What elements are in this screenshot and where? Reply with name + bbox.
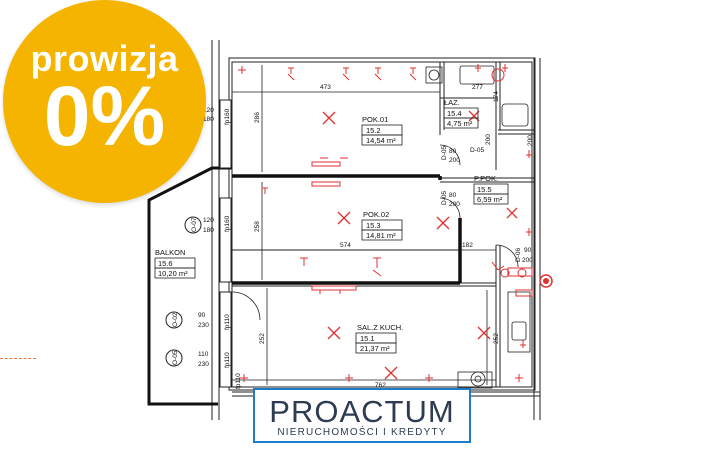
promo-value: 0% — [43, 69, 166, 163]
dim-277: 277 — [472, 84, 483, 91]
dim-252a: 252 — [259, 333, 266, 344]
dim-574: 574 — [340, 242, 351, 249]
dim-182: 182 — [462, 242, 473, 249]
dim-fp5: fp110 — [235, 373, 242, 389]
bathroom-fixtures — [425, 65, 531, 389]
dim-200c: 200 — [449, 201, 460, 208]
dim-fp1: fp160 — [224, 108, 231, 125]
proactum-logo[interactable]: PROACTUM NIERUCHOMOŚCI I KREDYTY — [253, 388, 471, 443]
room-area-pok01: 14,54 m² — [366, 136, 396, 145]
dim-90: 90 — [198, 312, 206, 319]
room-label-boxes — [154, 107, 509, 354]
dim-200d: 200 — [522, 257, 533, 264]
door-label-d05c: D-05 — [441, 191, 448, 205]
opening-label-o02: O-02 — [172, 312, 179, 327]
room-name-pok02: POK.02 — [363, 210, 389, 219]
opening-markers — [165, 216, 202, 367]
room-area-ppok: 6,59 m² — [477, 195, 503, 204]
electrical-symbols — [238, 64, 533, 382]
dimension-lines — [231, 65, 496, 385]
dim-110: 110 — [198, 351, 209, 358]
room-name-balkon: BALKON — [155, 248, 185, 257]
dim-200a: 200 — [449, 157, 460, 164]
room-name-pok01: POK.01 — [362, 115, 388, 124]
room-number-pok01: 15.2 — [366, 126, 381, 135]
door-swings — [231, 144, 519, 321]
dim-120a: 120 — [203, 107, 214, 114]
dim-fp4: fp110 — [224, 352, 231, 368]
windows — [219, 99, 232, 388]
room-name-ppok: P.POK. — [474, 174, 498, 183]
logo-tagline: NIERUCHOMOŚCI I KREDYTY — [277, 427, 447, 438]
dim-200e: 200 — [527, 135, 534, 146]
dim-90b: 90 — [524, 247, 532, 254]
dim-200b: 200 — [485, 134, 492, 145]
room-number-ppok: 15.5 — [477, 185, 492, 194]
dim-180a: 180 — [203, 116, 214, 123]
room-name-laz: ŁAZ. — [444, 98, 460, 107]
room-area-salon: 21,37 m² — [360, 344, 390, 353]
door-label-d06: D-06 — [515, 248, 522, 262]
dim-120b: 120 — [203, 217, 214, 224]
promo-badge: prowizja 0% — [3, 0, 206, 203]
dim-286: 286 — [254, 112, 261, 123]
dim-fp3: fp110 — [224, 314, 231, 330]
dashed-guide — [0, 358, 36, 359]
door-label-d05a: D-05 — [441, 146, 448, 160]
opening-label-o07: O-07 — [191, 217, 198, 232]
room-area-pok02: 14,81 m² — [366, 231, 396, 240]
opening-label-o05: O-05 — [172, 350, 179, 365]
dim-174: 174 — [493, 91, 500, 102]
logo-name: PROACTUM — [269, 394, 455, 429]
x-markers — [322, 110, 518, 380]
door-label-d05b: D-05 — [470, 147, 484, 154]
room-number-pok02: 15.3 — [366, 221, 381, 230]
dim-fp2: fp160 — [224, 215, 231, 232]
room-name-salon: SAL.Z KUCH. — [357, 323, 403, 332]
riser-symbol — [539, 274, 553, 288]
dim-230b: 230 — [198, 361, 209, 368]
promo-label: prowizja — [30, 38, 179, 79]
room-number-salon: 15.1 — [360, 334, 375, 343]
dim-762: 762 — [375, 382, 386, 389]
dim-230a: 230 — [198, 322, 209, 329]
room-area-laz: 4,75 m² — [447, 119, 473, 128]
dim-473: 473 — [320, 84, 331, 91]
dim-258: 258 — [254, 221, 261, 232]
dim-80b: 80 — [449, 192, 457, 199]
dim-180b: 180 — [203, 227, 214, 234]
thick-walls — [232, 174, 462, 285]
room-area-balkon: 10,20 m² — [158, 269, 188, 278]
dim-80a: 80 — [449, 148, 457, 155]
dim-252b: 252 — [493, 333, 500, 344]
room-number-balkon: 15.6 — [158, 259, 173, 268]
room-number-laz: 15.4 — [447, 109, 462, 118]
